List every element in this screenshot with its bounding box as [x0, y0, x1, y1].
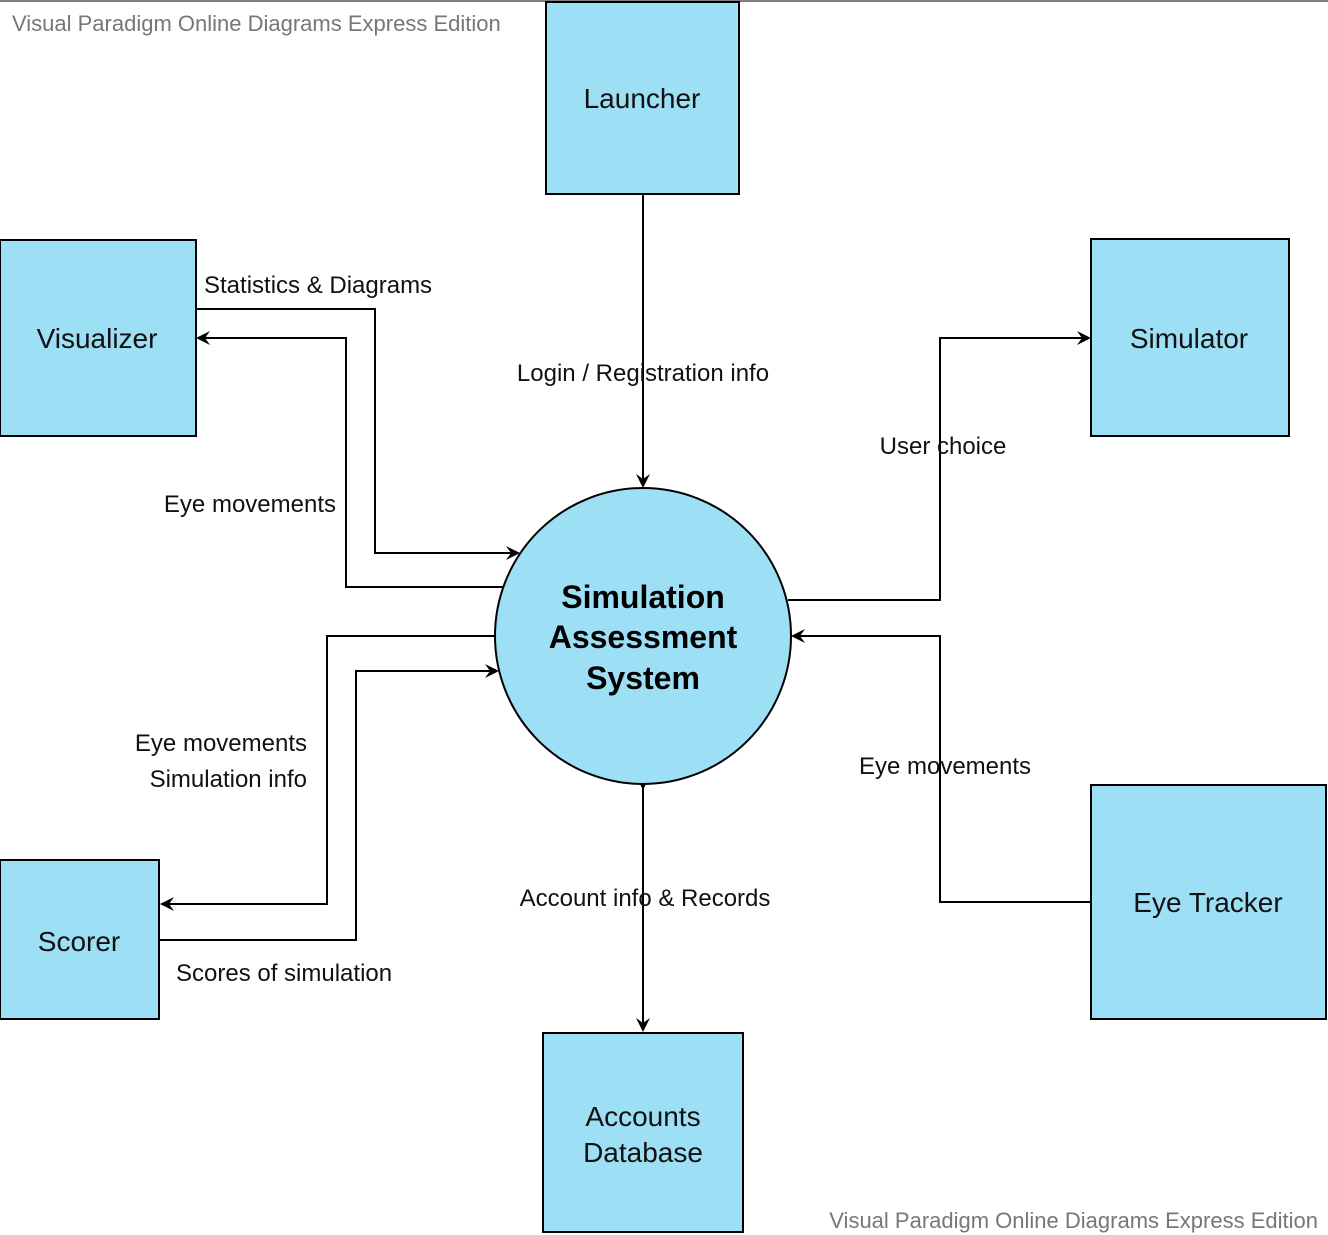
process-label-line2: Assessment — [549, 619, 738, 655]
flow-label-simulation-info: Simulation info — [150, 766, 307, 793]
entity-scorer-box[interactable] — [0, 859, 160, 1020]
entity-accounts-database-box[interactable] — [542, 1032, 744, 1233]
entity-eye-tracker[interactable]: Eye Tracker — [1090, 784, 1327, 1020]
watermark-top: Visual Paradigm Online Diagrams Express … — [12, 11, 501, 36]
entity-simulator-label: Simulator — [1130, 323, 1248, 354]
process-label-line3: System — [586, 660, 700, 696]
entity-scorer-label: Scorer — [38, 926, 120, 957]
process-simulation-assessment-system[interactable] — [494, 487, 792, 785]
flow-label-user-choice: User choice — [880, 433, 1007, 460]
flow-user-choice-connector — [788, 331, 1091, 601]
flow-label-eye-movements-scorer: Eye movements — [135, 730, 307, 757]
flow-label-eye-movements-tracker: Eye movements — [859, 753, 1031, 780]
entity-scorer[interactable]: Scorer — [0, 859, 160, 1020]
entity-accounts-database[interactable]: Accounts Database — [542, 1032, 744, 1233]
entity-launcher-label: Launcher — [584, 83, 701, 114]
entity-simulator[interactable]: Simulator — [1090, 238, 1290, 437]
flow-statistics-connector — [196, 331, 503, 588]
entity-eye-tracker-label: Eye Tracker — [1133, 887, 1282, 918]
entity-visualizer-label: Visualizer — [37, 323, 158, 354]
process-label-line1: Simulation — [561, 579, 725, 615]
watermark-bottom: Visual Paradigm Online Diagrams Express … — [829, 1208, 1318, 1233]
flow-label-login: Login / Registration info — [517, 360, 769, 387]
flow-eye-movements-scorer-connector — [160, 635, 495, 911]
flow-scores-connector — [160, 664, 499, 941]
flow-label-eye-movements-visualizer: Eye movements — [164, 491, 336, 518]
entity-accounts-label-line1: Accounts — [585, 1101, 700, 1132]
entity-eye-tracker-box[interactable] — [1090, 784, 1327, 1020]
entity-simulator-box[interactable] — [1090, 238, 1290, 437]
flow-label-account-records: Account info & Records — [520, 885, 771, 912]
entity-accounts-label-line2: Database — [583, 1137, 703, 1168]
entity-visualizer[interactable]: Visualizer — [0, 239, 197, 437]
flow-eye-movements-visualizer-connector — [197, 308, 520, 560]
entity-launcher-box[interactable] — [545, 1, 740, 195]
entity-visualizer-box[interactable] — [0, 239, 197, 437]
entity-launcher[interactable]: Launcher — [545, 1, 740, 195]
flow-eye-movements-tracker-connector — [791, 629, 1091, 903]
flow-label-statistics: Statistics & Diagrams — [204, 272, 432, 299]
flow-label-scores: Scores of simulation — [176, 960, 392, 987]
